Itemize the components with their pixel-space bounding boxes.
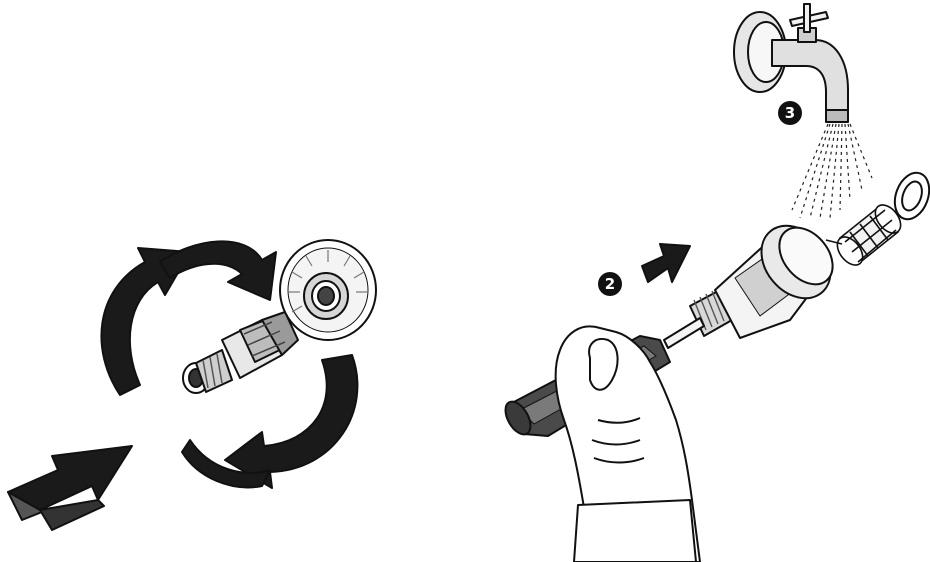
coupling-ring-icon: [279, 239, 377, 341]
water-tap-icon: [733, 3, 849, 123]
step-3-badge: 3: [778, 101, 802, 125]
filter-screen-icon: [825, 204, 902, 266]
sealing-ring-icon: [893, 171, 930, 221]
hose-coupling-icon: [182, 311, 299, 394]
push-arrow-icon: [641, 243, 691, 283]
filter-housing-icon: [689, 224, 834, 339]
water-spray-icon: [791, 123, 873, 219]
insert-arrow-icon: [7, 445, 133, 531]
rotation-arrows-icon: [100, 240, 359, 489]
step-2-badge: 2: [598, 272, 622, 296]
hand-icon: [554, 325, 701, 562]
